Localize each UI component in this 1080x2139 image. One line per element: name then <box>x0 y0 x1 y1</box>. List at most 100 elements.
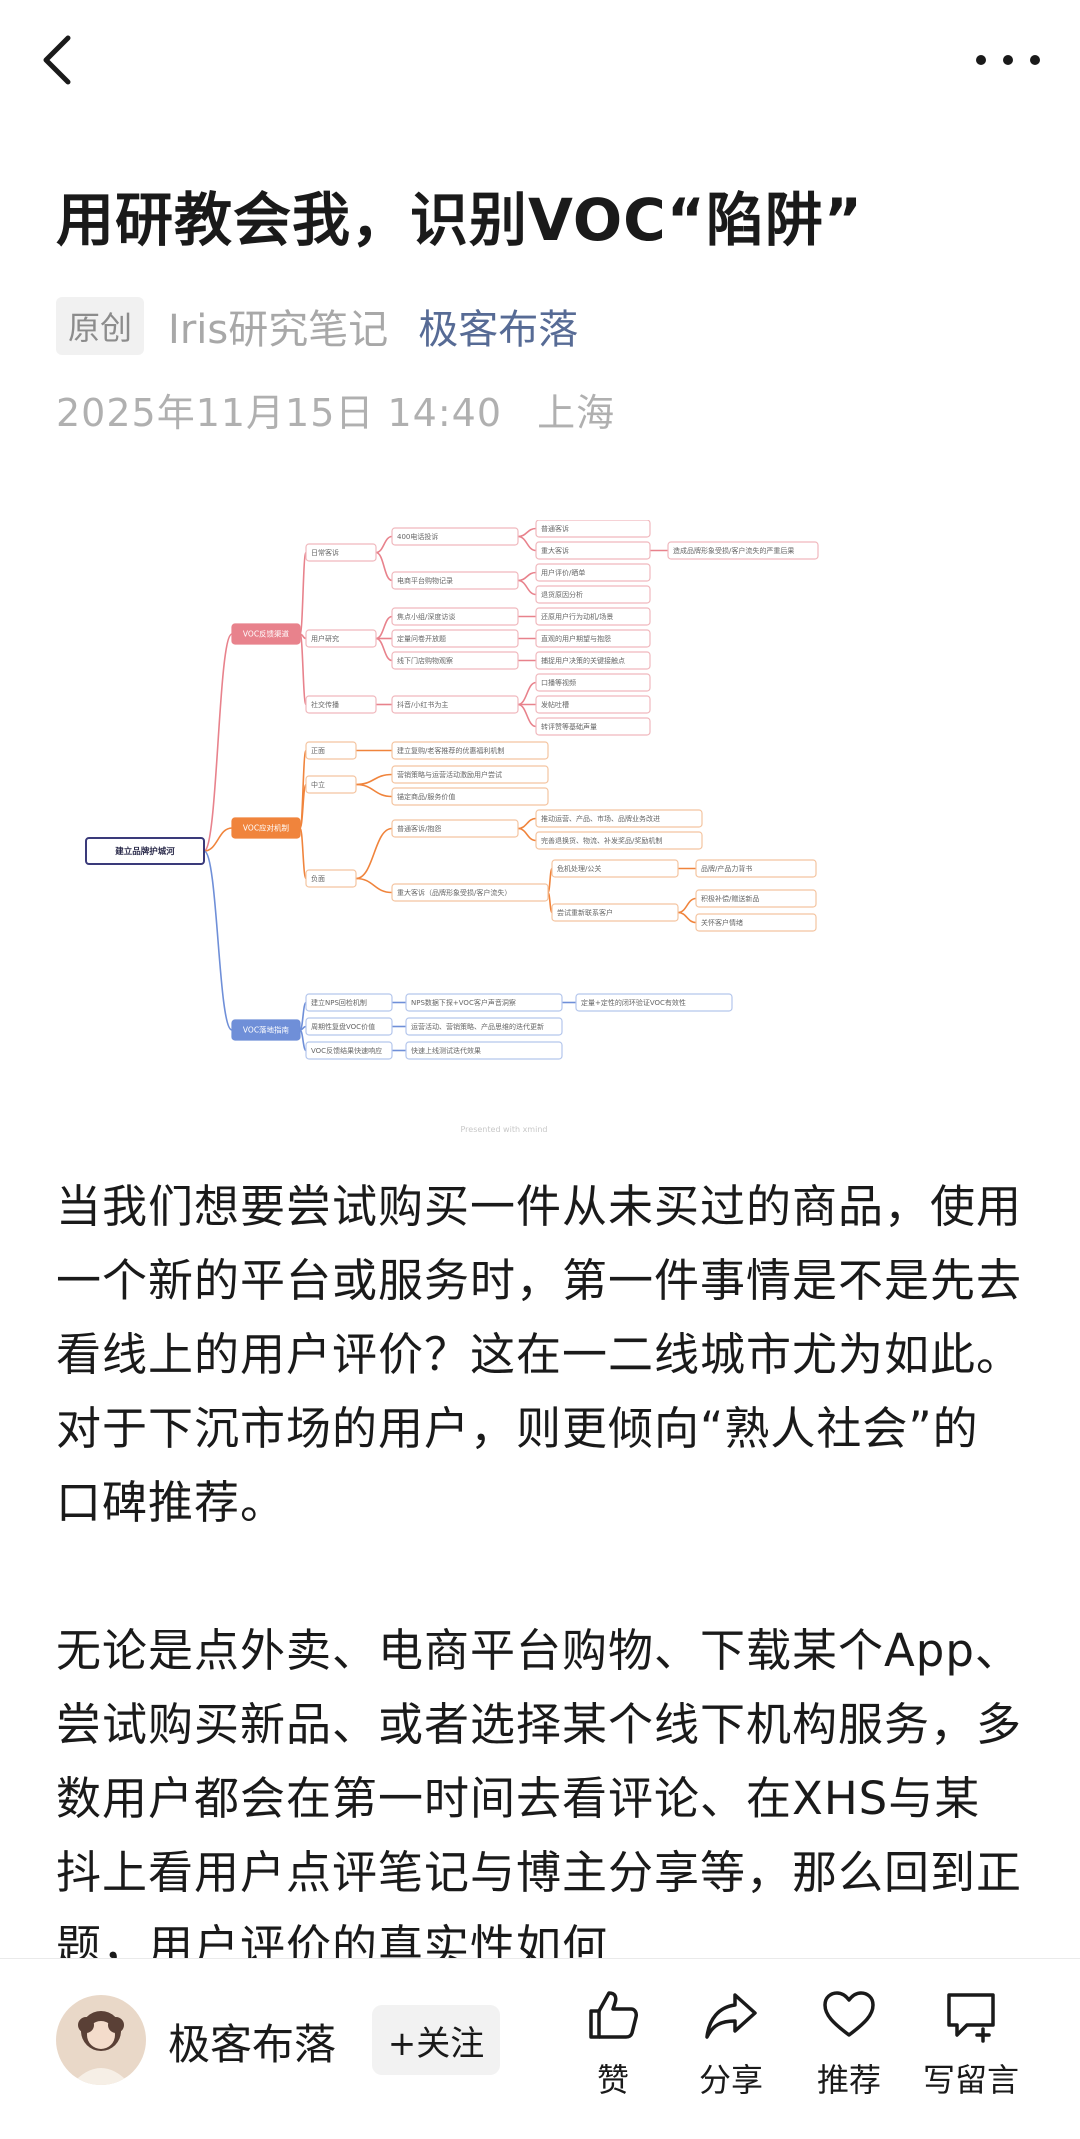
mindmap-node-label: 重大客诉 <box>541 546 569 555</box>
mindmap-node-label: 周期性复盘VOC价值 <box>311 1022 375 1031</box>
mindmap-node-label: NPS数据下探+VOC客户声音洞察 <box>411 998 516 1007</box>
mindmap-node: 普通客诉 <box>535 520 651 538</box>
mindmap-node: 危机处理/公关 <box>551 859 679 878</box>
mindmap-connector <box>299 633 307 706</box>
mindmap-node: 运营活动、营销策略、产品思维的迭代更新 <box>405 1017 563 1036</box>
follow-button[interactable]: +关注 <box>372 2005 500 2075</box>
mindmap-connector <box>517 571 537 582</box>
mindmap-node-label: VOC反馈渠道 <box>243 629 290 639</box>
mindmap-connector <box>299 827 307 880</box>
mindmap-node: VOC落地指南 <box>231 1019 301 1041</box>
original-badge: 原创 <box>56 297 145 355</box>
mindmap-image[interactable]: 建立品牌护城河VOC反馈渠道日常客诉400电话投诉普通客诉重大客诉造成品牌形象受… <box>56 520 1024 1140</box>
mindmap-node: 抖音/小红书为主 <box>391 695 519 714</box>
mindmap-node-label: 用户评价/晒单 <box>541 568 585 577</box>
mindmap-node-label: 普通客诉 <box>541 524 569 533</box>
article-paragraph: 无论是点外卖、电商平台购物、下载某个App、尝试购买新品、或者选择某个线下机构服… <box>56 1624 1023 1973</box>
mindmap-node: 电商平台购物记录 <box>391 571 519 590</box>
mindmap-node: 直观的用户期望与抱怨 <box>535 629 651 648</box>
comment-label: 写留言 <box>922 2061 1019 2099</box>
mindmap-node: 还原用户行为动机/场景 <box>535 607 651 626</box>
mindmap-node-label: 积极补偿/赠送新品 <box>701 894 759 903</box>
mindmap-node: 品牌/产品力背书 <box>695 859 817 878</box>
mindmap-node-label: 转评赞等基础声量 <box>541 722 597 731</box>
mindmap-node-label: 建立NPS回检机制 <box>311 998 367 1007</box>
mindmap-connector <box>517 827 537 842</box>
mindmap-node-label: 重大客诉（品牌形象受损/客户流失） <box>397 888 511 897</box>
recommend-button[interactable]: 推荐 <box>794 1987 904 2117</box>
recommend-label: 推荐 <box>816 2061 881 2099</box>
mindmap-node-label: VOC应对机制 <box>243 823 289 833</box>
back-button[interactable] <box>36 32 84 88</box>
mindmap-node-label: 还原用户行为动机/场景 <box>541 612 613 621</box>
more-dot-icon <box>1030 55 1040 65</box>
author-name: Iris研究笔记 <box>168 307 389 353</box>
mindmap-node-label: 捕捉用户决策的关键接触点 <box>541 656 625 665</box>
mindmap-node-label: VOC落地指南 <box>243 1025 290 1035</box>
comment-bubble-icon <box>947 1993 995 2043</box>
like-label: 赞 <box>596 2061 629 2099</box>
mindmap-node: 日常客诉 <box>305 543 377 562</box>
article-meta: 原创 Iris研究笔记 极客布落 <box>56 297 579 355</box>
mindmap-node-label: 普通客诉/抱怨 <box>397 824 441 833</box>
mindmap-node: 退货原因分析 <box>535 585 651 604</box>
mindmap-connector <box>299 551 307 635</box>
mindmap-node: 口播等视频 <box>535 673 651 692</box>
more-dot-icon <box>1003 55 1013 65</box>
mindmap-node: 完善退换货、物流、补发奖品/奖励机制 <box>535 831 703 850</box>
mindmap-node: 中立 <box>305 775 357 794</box>
like-button[interactable]: 赞 <box>558 1987 668 2117</box>
mindmap-connector <box>355 827 393 880</box>
mindmap-node-label: 口播等视频 <box>541 678 576 687</box>
mindmap-node: 用户研究 <box>305 629 377 648</box>
mindmap-node-label: 尝试重新联系客户 <box>557 908 613 917</box>
mindmap-node-label: 关怀客户情绪 <box>701 918 743 927</box>
mindmap-connector <box>517 579 537 596</box>
mindmap-node: 定量问卷开放题 <box>391 629 519 648</box>
mindmap-node-label: 用户研究 <box>311 634 339 643</box>
top-navigation-bar <box>0 0 1080 120</box>
chevron-left-icon <box>43 35 71 85</box>
mindmap-node: 重大客诉（品牌形象受损/客户流失） <box>391 883 549 902</box>
mindmap-node: 捕捉用户决策的关键接触点 <box>535 651 651 670</box>
mindmap-node: 普通客诉/抱怨 <box>391 819 519 838</box>
mindmap-connector <box>517 535 537 552</box>
mindmap-node-label: 推动运营、产品、市场、品牌业务改进 <box>541 814 660 823</box>
mindmap-connector <box>375 535 393 554</box>
mindmap-connector <box>517 703 537 728</box>
mindmap-node-label: 焦点小组/深度访谈 <box>397 612 455 621</box>
account-name[interactable]: 极客布落 <box>168 2020 337 2069</box>
mindmap-node-label: 建立品牌护城河 <box>114 846 175 857</box>
mindmap-connector <box>355 783 393 798</box>
mindmap-connector <box>355 773 393 786</box>
account-avatar[interactable] <box>56 1995 146 2085</box>
mindmap-node-label: 日常客诉 <box>311 548 339 557</box>
mindmap-node: 周期性复盘VOC价值 <box>305 1017 393 1036</box>
publish-date: 2025年11月15日 14:40 <box>56 391 503 435</box>
share-label: 分享 <box>698 2061 763 2099</box>
mindmap-node: 建立复购/老客推荐的优惠福利机制 <box>391 741 549 760</box>
mindmap-node-label: 运营活动、营销策略、产品思维的迭代更新 <box>411 1022 544 1031</box>
mindmap-node: 尝试重新联系客户 <box>551 903 679 922</box>
mindmap-node: 正面 <box>305 741 357 760</box>
mindmap-node: VOC反馈渠道 <box>231 623 301 645</box>
mindmap-watermark: Presented with xmind <box>461 1125 548 1134</box>
share-button[interactable]: 分享 <box>676 1987 786 2117</box>
comment-button[interactable]: 写留言 <box>916 1987 1026 2117</box>
mindmap-node-label: 线下门店购物观察 <box>397 656 453 665</box>
mindmap-connector <box>355 877 393 894</box>
mindmap-node: 快速上线测试迭代效果 <box>405 1041 563 1060</box>
mindmap-node-label: 发帖吐槽 <box>541 700 569 709</box>
mindmap-connector <box>299 1029 307 1052</box>
mindmap-node: VOC应对机制 <box>231 817 301 839</box>
mindmap-connector <box>203 827 233 852</box>
mindmap-node: 社交传播 <box>305 695 377 714</box>
publish-location: 上海 <box>537 391 616 435</box>
account-link[interactable]: 极客布落 <box>418 307 579 353</box>
mindmap-node-label: 完善退换货、物流、补发奖品/奖励机制 <box>541 836 662 845</box>
more-options-button[interactable] <box>976 36 1040 84</box>
publish-info: 2025年11月15日 14:40 上海 <box>56 382 615 437</box>
article-paragraph: 当我们想要尝试购买一件从未买过的商品，使用一个新的平台或服务时，第一件事情是不是… <box>56 1180 1023 1529</box>
more-dot-icon <box>976 55 986 65</box>
mindmap-node: VOC反馈结果快速响应 <box>305 1041 393 1060</box>
